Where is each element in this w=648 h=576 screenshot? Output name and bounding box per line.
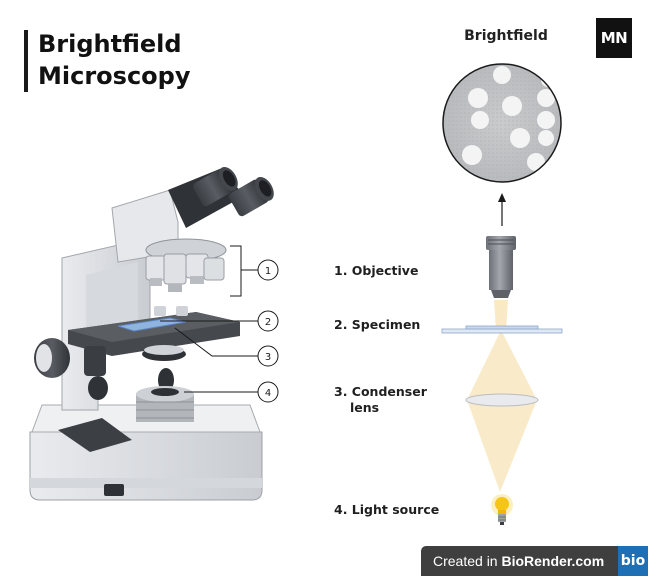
light-beam-objective xyxy=(494,300,508,330)
label-light-source: 4. Light source xyxy=(334,502,440,517)
label-condenser-line-2: lens xyxy=(350,400,380,415)
footer-brand: BioRender.com xyxy=(501,553,605,569)
condenser-lens-icon xyxy=(465,393,539,407)
footer-credit: Created in BioRender.com xyxy=(421,553,618,569)
page-title: Brightfield Microscopy xyxy=(38,28,190,92)
biorender-badge: bio xyxy=(618,546,648,576)
specimen-slide-icon xyxy=(441,325,563,334)
bracket-objectives xyxy=(230,245,242,297)
light-beam-lower xyxy=(467,400,537,492)
objective-icon xyxy=(486,236,516,298)
leader-lines xyxy=(160,245,258,393)
lightbulb-icon xyxy=(491,494,513,525)
label-objective: 1. Objective xyxy=(334,263,419,278)
label-condenser-line-1: 3. Condenser xyxy=(334,384,427,399)
label-condenser-lens: 3. Condenser lens xyxy=(334,384,427,416)
mn-logo: MN xyxy=(596,18,632,58)
field-of-view-circle xyxy=(442,63,562,183)
footer-prefix: Created in xyxy=(433,553,502,569)
label-specimen: 2. Specimen xyxy=(334,317,421,332)
title-line-1: Brightfield xyxy=(38,30,182,58)
title-accent-bar xyxy=(24,30,28,92)
title-line-2: Microscopy xyxy=(38,62,191,90)
field-of-view-title: Brightfield xyxy=(464,28,548,44)
marker-3: 3 xyxy=(257,345,279,367)
svg-text:4: 4 xyxy=(265,388,271,399)
light-beam-upper xyxy=(467,330,537,400)
marker-4: 4 xyxy=(257,381,279,403)
svg-text:1: 1 xyxy=(265,266,271,277)
arrow-up-icon xyxy=(498,193,506,226)
biorender-footer[interactable]: Created in BioRender.com bio xyxy=(421,546,648,576)
svg-text:3: 3 xyxy=(265,352,271,363)
marker-1: 1 xyxy=(257,259,279,281)
svg-text:2: 2 xyxy=(265,317,271,328)
marker-2: 2 xyxy=(257,310,279,332)
microscope-illustration xyxy=(29,166,274,501)
